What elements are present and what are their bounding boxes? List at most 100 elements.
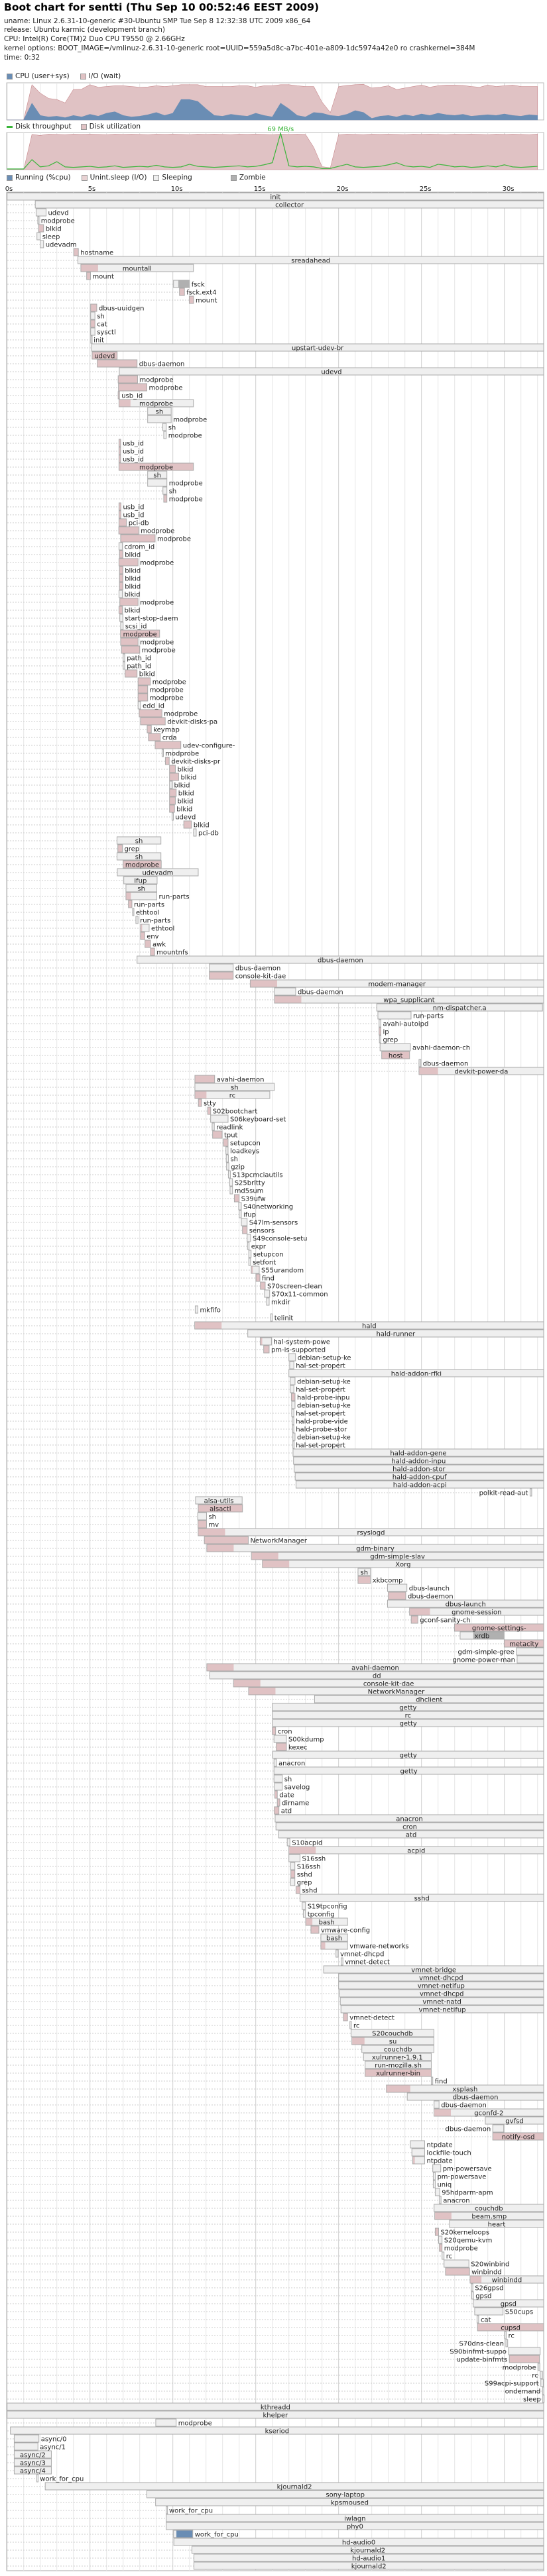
process-bar — [508, 2347, 541, 2355]
process-label: run-parts — [134, 902, 164, 909]
process-bar — [40, 240, 44, 248]
process-label: anacron — [278, 1760, 305, 1768]
process-row: beam.smp — [7, 2212, 544, 2221]
process-bar — [197, 1512, 207, 1521]
process-bar — [36, 2474, 38, 2483]
process-label: console-kit-dae — [235, 973, 286, 981]
process-label: modprobe — [123, 631, 157, 639]
chart-title: Boot chart for sentti (Thu Sep 10 00:52:… — [4, 1, 320, 13]
process-label: udevd — [175, 814, 196, 822]
process-bar — [418, 1067, 544, 1075]
process-label: S13pcmciautils — [232, 1172, 282, 1179]
process-row: loadkeys — [7, 1146, 259, 1155]
process-bar — [223, 1138, 229, 1147]
process-row: sh — [7, 852, 162, 861]
process-label: rc — [532, 2373, 538, 2380]
process-label: dbus-daemon — [453, 2094, 499, 2102]
process-label: modprobe — [140, 639, 174, 647]
process-io-segment — [260, 1338, 263, 1345]
process-label: atd — [406, 1832, 416, 1839]
process-bar — [227, 1170, 231, 1179]
process-label: gdm-simple-slav — [370, 1554, 425, 1561]
process-row: rc — [7, 2371, 543, 2380]
process-label: upstart-udev-br — [292, 345, 344, 352]
process-label: S26gpsd — [475, 2285, 503, 2292]
process-label: sh — [208, 1514, 216, 1521]
process-bar — [147, 415, 172, 423]
process-bar — [540, 2379, 544, 2387]
process-row: sh — [7, 836, 162, 845]
process-io-segment — [233, 1680, 261, 1687]
process-io-segment — [470, 2276, 482, 2283]
process-row: notify-osd — [7, 2132, 544, 2141]
process-bar — [117, 844, 123, 853]
process-label: S70x11-common — [272, 1291, 328, 1299]
process-bar — [147, 407, 172, 415]
process-bar — [432, 2172, 436, 2180]
process-bar — [517, 1655, 544, 1664]
process-bar — [278, 1830, 544, 1839]
process-label: debian-setup-ke — [298, 1355, 351, 1362]
process-row: xsplash — [7, 2084, 544, 2094]
process-bar — [91, 351, 118, 360]
process-label: S70screen-clean — [267, 1283, 322, 1291]
process-bar — [454, 1623, 544, 1632]
process-bar — [505, 2339, 509, 2347]
process-bar — [406, 2092, 544, 2101]
process-bar — [118, 439, 121, 447]
process-row: run-parts — [7, 892, 190, 901]
process-row: sh — [7, 311, 105, 321]
process-label: rc — [446, 2253, 452, 2261]
process-label: async/1 — [40, 2444, 66, 2451]
process-row: readlink — [7, 1122, 243, 1132]
process-bar — [118, 462, 194, 471]
process-row: modprobe — [7, 685, 184, 694]
process-label: collector — [275, 202, 304, 209]
process-label: hostname — [80, 250, 113, 257]
process-row: xrdb — [7, 1631, 505, 1640]
time-tick-label: 25s — [420, 186, 432, 193]
process-bar — [140, 717, 166, 725]
process-bar — [434, 2227, 439, 2236]
process-label: S20winbind — [471, 2261, 509, 2269]
process-row: path_id — [7, 653, 151, 663]
process-bar — [125, 669, 138, 678]
process-label: sshd — [297, 1872, 312, 1879]
io-wait-area — [7, 83, 538, 121]
process-row: mkfifo — [7, 1305, 221, 1315]
process-row: ethtool — [7, 924, 174, 933]
process-row: metacity — [7, 1639, 544, 1648]
process-label: debian-setup-ke — [297, 1403, 351, 1410]
process-label: NetworkManager — [250, 1538, 307, 1545]
process-row: dbus-daemon — [7, 987, 343, 996]
process-label: mkfifo — [200, 1307, 220, 1315]
process-label: S20qemu-kvm — [444, 2237, 493, 2245]
process-bar — [295, 1886, 300, 1894]
time-tick-label: 15s — [254, 186, 266, 193]
process-bar — [118, 383, 147, 392]
process-label: vmnet-detect — [345, 1959, 390, 1966]
process-label: cupsd — [501, 2325, 520, 2332]
process-bar — [147, 478, 168, 487]
process-row: dbus-daemon — [7, 359, 184, 368]
sleeping-swatch-icon — [153, 174, 160, 181]
process-row: gdm-binary — [7, 1544, 544, 1553]
process-label: tpconfig — [308, 1911, 335, 1919]
process-row: dbus-daemon — [7, 963, 280, 973]
process-label: hald — [362, 1323, 377, 1330]
process-row: dbus-daemon — [7, 2092, 544, 2102]
process-bar — [169, 780, 172, 789]
process-label: hald-addon-gene — [390, 1450, 446, 1458]
process-row: vmnet-bridge — [7, 1965, 544, 1974]
process-label: modprobe — [173, 417, 207, 424]
process-label: sh — [97, 313, 105, 321]
process-label: sh — [135, 838, 143, 845]
process-row: sh — [7, 1083, 275, 1092]
process-label: S20couchdb — [372, 2031, 413, 2038]
process-rows: initcollectorudevdmodprobeblkidsleepudev… — [7, 192, 545, 2571]
process-bar — [137, 685, 149, 694]
process-bar — [137, 955, 544, 964]
process-label: usb_id — [123, 441, 144, 448]
process-label: debian-setup-ke — [297, 1379, 351, 1386]
process-bar — [137, 701, 141, 710]
